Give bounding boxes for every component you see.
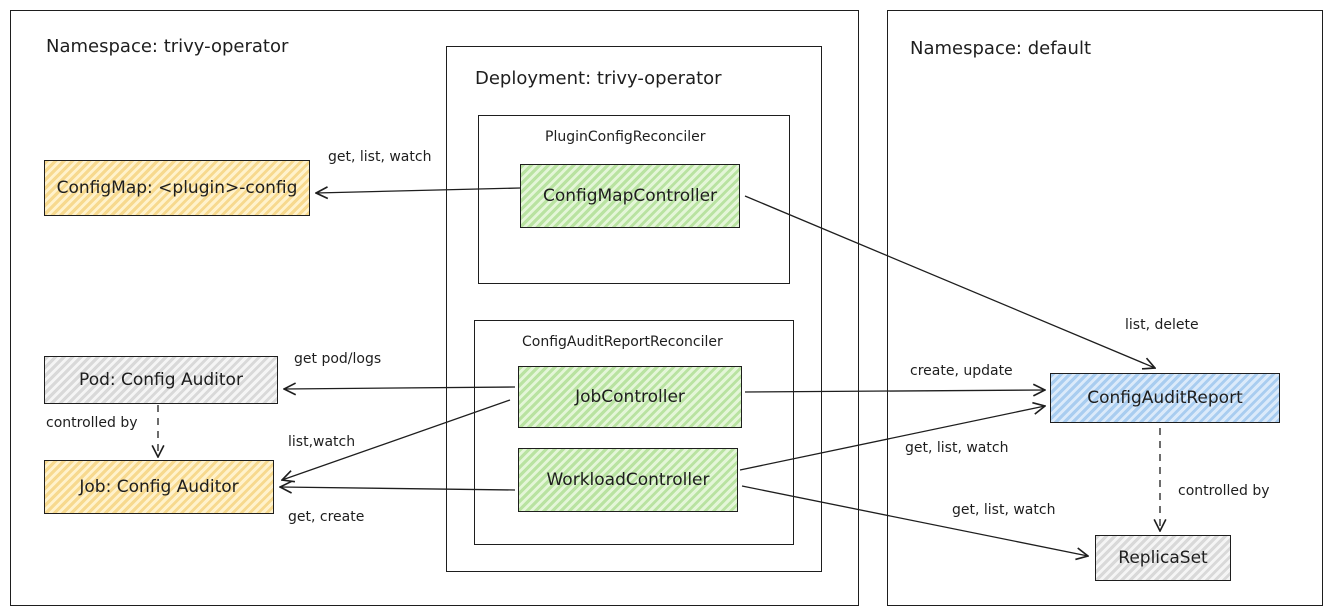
edge-jobcontroller-to-job (282, 399, 511, 480)
edge-jobcontroller-to-pod (284, 387, 516, 389)
job-controller-node: JobController (518, 366, 742, 428)
edge-label-report-create-update: create, update (910, 363, 1013, 379)
edge-configmapcontroller-to-report (744, 195, 1155, 368)
workload-controller-node: WorkloadController (518, 448, 738, 512)
deployment-title: Deployment: trivy-operator (475, 68, 722, 89)
edge-workloadcontroller-to-report (739, 406, 1045, 471)
edge-label-report-get-list-watch: get, list, watch (905, 440, 1009, 456)
edge-label-job-list-watch: list,watch (288, 434, 356, 450)
edge-label-job-get-create: get, create (288, 509, 365, 525)
configmap-controller-node: ConfigMapController (520, 164, 740, 228)
configmap-node: ConfigMap: <plugin>-config (44, 160, 310, 216)
namespace-default-frame (887, 10, 1323, 606)
edge-label-pod-controlled-by: controlled by (46, 415, 138, 431)
config-audit-report-reconciler-frame (474, 320, 794, 545)
pod-node: Pod: Config Auditor (44, 356, 278, 404)
edge-workloadcontroller-to-job (280, 487, 516, 490)
edge-configmapcontroller-to-configmap (316, 188, 521, 193)
namespace-trivy-operator-frame (10, 10, 859, 606)
edge-label-report-list-delete: list, delete (1125, 317, 1199, 333)
config-audit-report-node: ConfigAuditReport (1050, 373, 1280, 423)
edge-label-pod-get-logs: get pod/logs (294, 351, 382, 367)
plugin-config-reconciler-frame (478, 115, 790, 284)
namespace-trivy-operator-title: Namespace: trivy-operator (46, 36, 289, 57)
edge-label-replicaset-controlled-by: controlled by (1178, 483, 1270, 499)
edge-label-configmap-get-list-watch: get, list, watch (328, 149, 432, 165)
edge-label-replicaset-get-list-watch: get, list, watch (952, 502, 1056, 518)
edge-jobcontroller-to-report (744, 390, 1045, 392)
edge-workloadcontroller-to-replicaset (741, 485, 1088, 556)
deployment-frame (446, 46, 822, 572)
namespace-default-title: Namespace: default (910, 38, 1092, 59)
plugin-config-reconciler-title: PluginConfigReconciler (545, 129, 706, 145)
replicaset-node: ReplicaSet (1095, 535, 1231, 581)
config-audit-report-reconciler-title: ConfigAuditReportReconciler (522, 334, 723, 350)
job-node: Job: Config Auditor (44, 460, 274, 514)
